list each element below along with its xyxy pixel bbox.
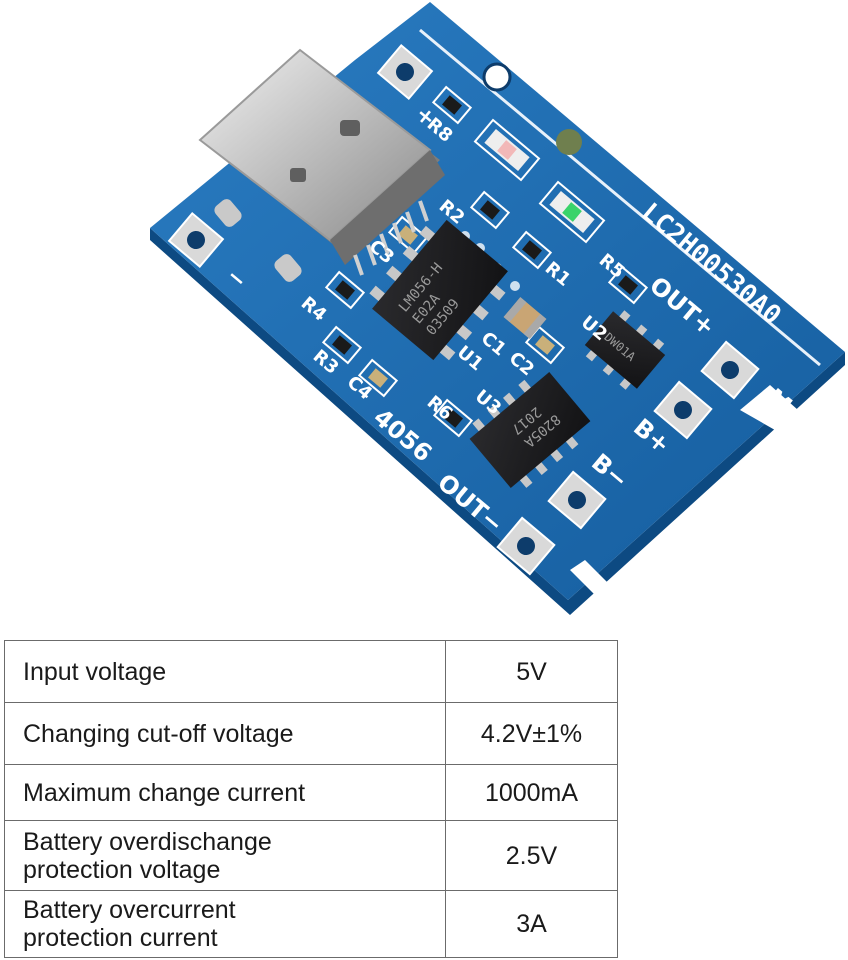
spec-value: 3A (445, 890, 618, 958)
table-row: Battery overcurrent protection current 3… (4, 890, 618, 958)
mounting-hole (482, 62, 512, 92)
via (510, 281, 520, 291)
board-photo: LM056-H E02A 03509 DW01A 8205A 2017 (150, 2, 845, 615)
pcb-notch-right (740, 385, 845, 470)
spec-table: Input voltage 5V Changing cut-off voltag… (4, 640, 618, 958)
led-green (538, 180, 606, 244)
table-row: Battery overdischange protection voltage… (4, 820, 618, 891)
chip-u2: DW01A (584, 310, 666, 390)
spec-value: 2.5V (445, 820, 618, 891)
spec-parameter: Battery overcurrent protection current (4, 890, 446, 958)
spec-parameter: Maximum change current (4, 764, 446, 821)
spec-parameter: Battery overdischange protection voltage (4, 820, 446, 891)
via-pad (556, 129, 582, 155)
chip-u3: 8205A 2017 (469, 372, 591, 488)
spec-parameter: Input voltage (4, 640, 446, 703)
spec-parameter: Changing cut-off voltage (4, 702, 446, 765)
usb-c-connector (198, 48, 445, 282)
pcb-illustration: LM056-H E02A 03509 DW01A 8205A 2017 (150, 2, 845, 615)
table-row: Changing cut-off voltage 4.2V±1% (4, 702, 618, 765)
pcb-notch-bottom (570, 560, 615, 600)
pcb-edge (150, 228, 845, 615)
spec-value: 5V (445, 640, 618, 703)
table-row: Maximum change current 1000mA (4, 764, 618, 821)
table-row: Input voltage 5V (4, 640, 618, 703)
spec-value: 1000mA (445, 764, 618, 821)
smd-passives (321, 85, 649, 438)
spec-value: 4.2V±1% (445, 702, 618, 765)
led-red (473, 118, 541, 182)
solder-pads (167, 43, 760, 576)
